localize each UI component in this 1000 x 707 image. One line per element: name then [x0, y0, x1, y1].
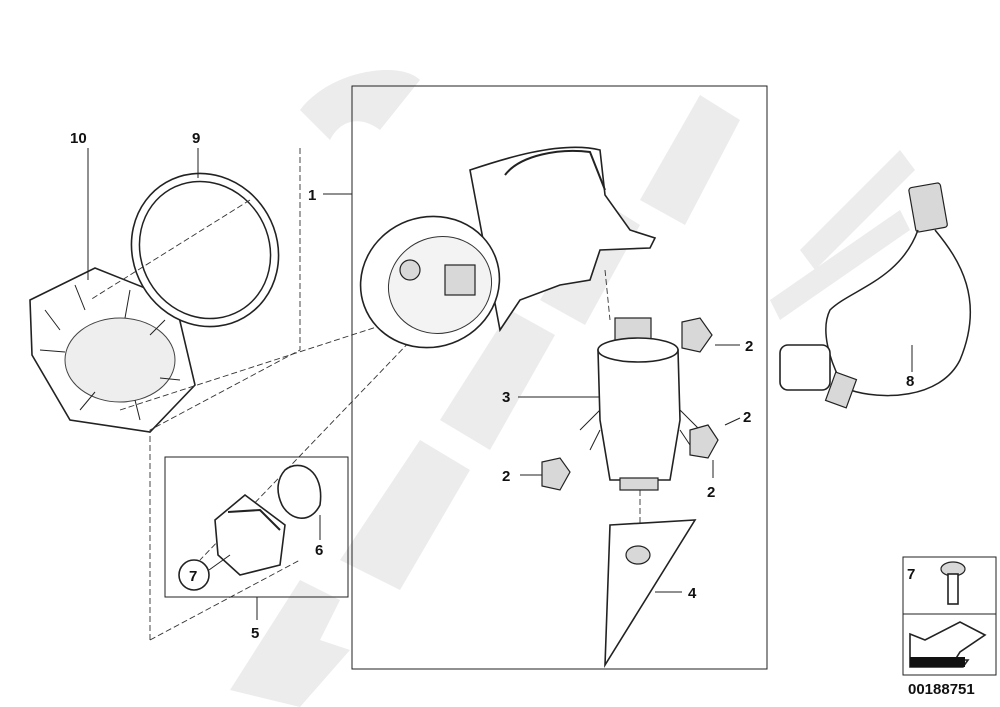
part-3-pump — [518, 317, 701, 491]
arrow-icon — [909, 621, 987, 668]
legend-box — [902, 556, 997, 676]
part-8-harness — [779, 182, 972, 409]
legend-item-number: 7 — [907, 566, 915, 583]
callout-2: 2 — [707, 484, 715, 501]
part-10-cover — [29, 148, 196, 433]
leader-line — [208, 554, 231, 571]
callout-4: 4 — [688, 585, 697, 602]
part-1-flange — [359, 146, 657, 349]
part-4-filter — [604, 519, 697, 668]
callout-9: 9 — [192, 130, 200, 147]
part-9-ring — [130, 148, 280, 328]
part-5-connector — [214, 493, 286, 576]
callout-5: 5 — [251, 625, 259, 642]
callout-2: 2 — [502, 468, 510, 485]
callout-1: 1 — [308, 187, 316, 204]
callout-8: 8 — [906, 373, 914, 390]
screw-icon — [940, 561, 966, 605]
callout-6: 6 — [315, 542, 323, 559]
diagram-id: 00188751 — [908, 681, 975, 698]
callout-2: 2 — [743, 409, 751, 426]
assembly-frame-1 — [351, 85, 768, 670]
callout-10: 10 — [70, 130, 87, 147]
callout-2: 2 — [745, 338, 753, 355]
part-2-clips — [520, 317, 741, 491]
callout-7: 7 — [189, 568, 197, 585]
callout-7-circle — [178, 559, 210, 591]
part-6-seal — [277, 464, 322, 540]
callout-3: 3 — [502, 389, 510, 406]
